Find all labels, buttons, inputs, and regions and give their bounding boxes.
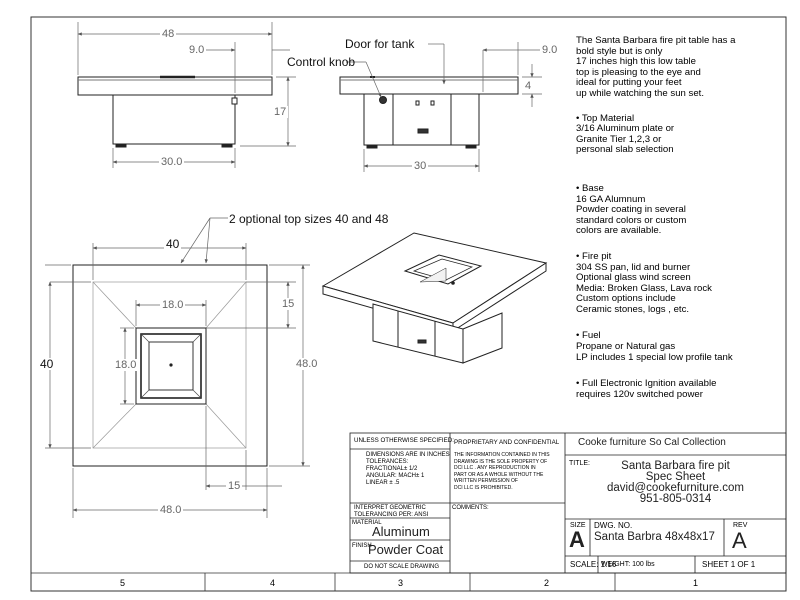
dim-height: 17 bbox=[272, 106, 289, 118]
zone-2: 2 bbox=[544, 578, 550, 588]
tb-dwg-no-value: Santa Barbra 48x48x17 bbox=[594, 531, 715, 543]
dim-top-thickness: 4 bbox=[523, 80, 534, 92]
dim-plan-right-48: 48.0 bbox=[294, 358, 320, 370]
tb-size-value: A bbox=[569, 527, 585, 552]
tb-title-label: TITLE: bbox=[569, 460, 591, 467]
callout-optional-top-sizes: 2 optional top sizes 40 and 48 bbox=[229, 212, 389, 226]
tb-unless-specified: UNLESS OTHERWISE SPECIFIED: bbox=[354, 437, 454, 444]
zone-1: 1 bbox=[693, 578, 699, 588]
dim-plan-left: 40 bbox=[38, 357, 56, 371]
tb-finish-value: Powder Coat bbox=[368, 542, 444, 557]
isometric-view bbox=[321, 232, 548, 364]
tb-size-label: SIZE bbox=[570, 522, 586, 529]
callout-control-knob: Control knob bbox=[287, 55, 356, 69]
callout-door-for-tank: Door for tank bbox=[345, 37, 415, 51]
dim-plan-right-15: 15 bbox=[280, 298, 297, 310]
tb-comments-label: COMMENTS: bbox=[452, 505, 489, 511]
dim-base-width: 30.0 bbox=[159, 156, 185, 168]
tb-rev-value: A bbox=[732, 528, 747, 553]
tb-weight: WEIGHT: 100 lbs bbox=[601, 561, 655, 568]
plan-view bbox=[72, 264, 268, 467]
dim-plan-bottom-48: 48.0 bbox=[158, 504, 184, 516]
tb-dwg-no-label: DWG. NO. bbox=[594, 521, 633, 530]
dim-plan-inner-height: 18.0 bbox=[113, 359, 139, 371]
elevation-view-left bbox=[77, 75, 273, 148]
dim-plan-inner-width: 18.0 bbox=[160, 299, 186, 311]
tb-company: Cooke furniture So Cal Collection bbox=[578, 437, 726, 448]
tb-material-label: MATERIAL bbox=[352, 520, 382, 526]
tb-sheet: SHEET 1 OF 1 bbox=[702, 560, 756, 569]
zone-4: 4 bbox=[270, 578, 276, 588]
tb-material-value: Aluminum bbox=[372, 524, 430, 539]
tb-proprietary-title: PROPRIETARY AND CONFIDENTIAL bbox=[454, 439, 560, 446]
dim-top-inset-right: 9.0 bbox=[540, 44, 560, 56]
tb-finish-label: FINISH bbox=[352, 543, 372, 549]
zone-5: 5 bbox=[120, 578, 126, 588]
tb-do-not-scale: DO NOT SCALE DRAWING bbox=[364, 564, 440, 570]
dim-top-inset: 9.0 bbox=[187, 44, 207, 56]
dim-plan-top: 40 bbox=[164, 237, 182, 251]
title-block bbox=[349, 432, 787, 574]
tb-scale: SCALE: 1:16 bbox=[570, 560, 617, 569]
dim-plan-bottom-15: 15 bbox=[226, 480, 243, 492]
dim-top-width: 48 bbox=[160, 28, 177, 40]
zone-3: 3 bbox=[398, 578, 404, 588]
elevation-view-right bbox=[339, 76, 519, 149]
dim-base-width-right: 30 bbox=[412, 160, 429, 172]
tb-rev-label: REV bbox=[733, 522, 748, 529]
